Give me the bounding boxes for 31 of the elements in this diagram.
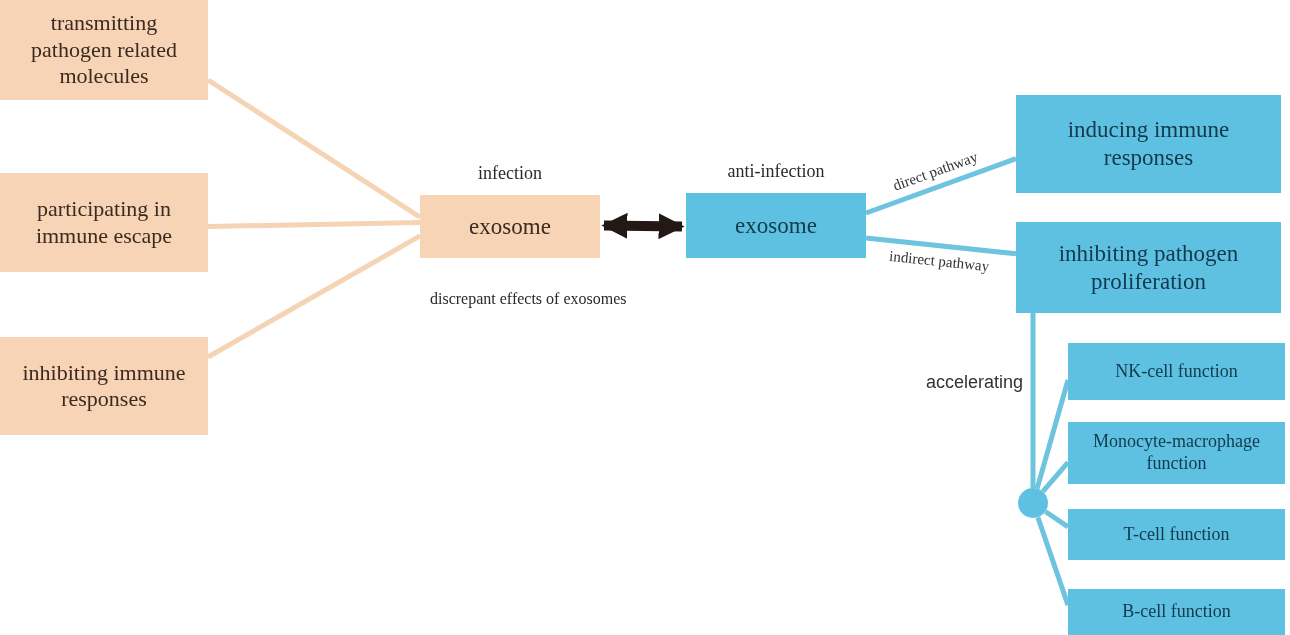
node-text: inducing immune responses xyxy=(1066,116,1231,172)
process-box xyxy=(0,337,208,435)
process-box xyxy=(1016,95,1281,193)
node-text: exosome xyxy=(468,212,552,241)
junction-circle xyxy=(1018,488,1048,518)
process-box xyxy=(1068,589,1285,635)
node-text: T-cell function xyxy=(1122,523,1231,546)
process-box xyxy=(0,173,208,272)
connector-line xyxy=(207,220,421,229)
node-text: NK-cell function xyxy=(1114,360,1239,383)
node-text: B-cell function xyxy=(1121,601,1232,623)
node-text: inhibiting pathogen proliferation xyxy=(1057,239,1240,296)
connector-line xyxy=(865,156,1017,216)
process-box xyxy=(1068,422,1285,484)
connector-line xyxy=(865,235,1017,257)
node-text: transmitting pathogen related molecules xyxy=(30,10,178,90)
connector-line xyxy=(1030,313,1036,488)
node-text: exosome xyxy=(734,211,818,240)
connector-line xyxy=(1044,509,1070,529)
process-box xyxy=(1068,343,1285,400)
process-box xyxy=(0,0,208,100)
arrow xyxy=(601,212,685,240)
node-text: participating in immune escape xyxy=(34,196,174,249)
process-box xyxy=(1016,222,1281,313)
box-heading: anti-infection xyxy=(726,161,826,182)
node-text: inhibiting immune responses xyxy=(21,359,187,413)
caption-note: discrepant effects of exosomes xyxy=(430,290,627,308)
process-box xyxy=(1068,509,1285,560)
box-heading: infection xyxy=(477,163,543,184)
connector-line xyxy=(1040,460,1070,494)
node-text: Monocyte-macrophage function xyxy=(1092,431,1261,475)
